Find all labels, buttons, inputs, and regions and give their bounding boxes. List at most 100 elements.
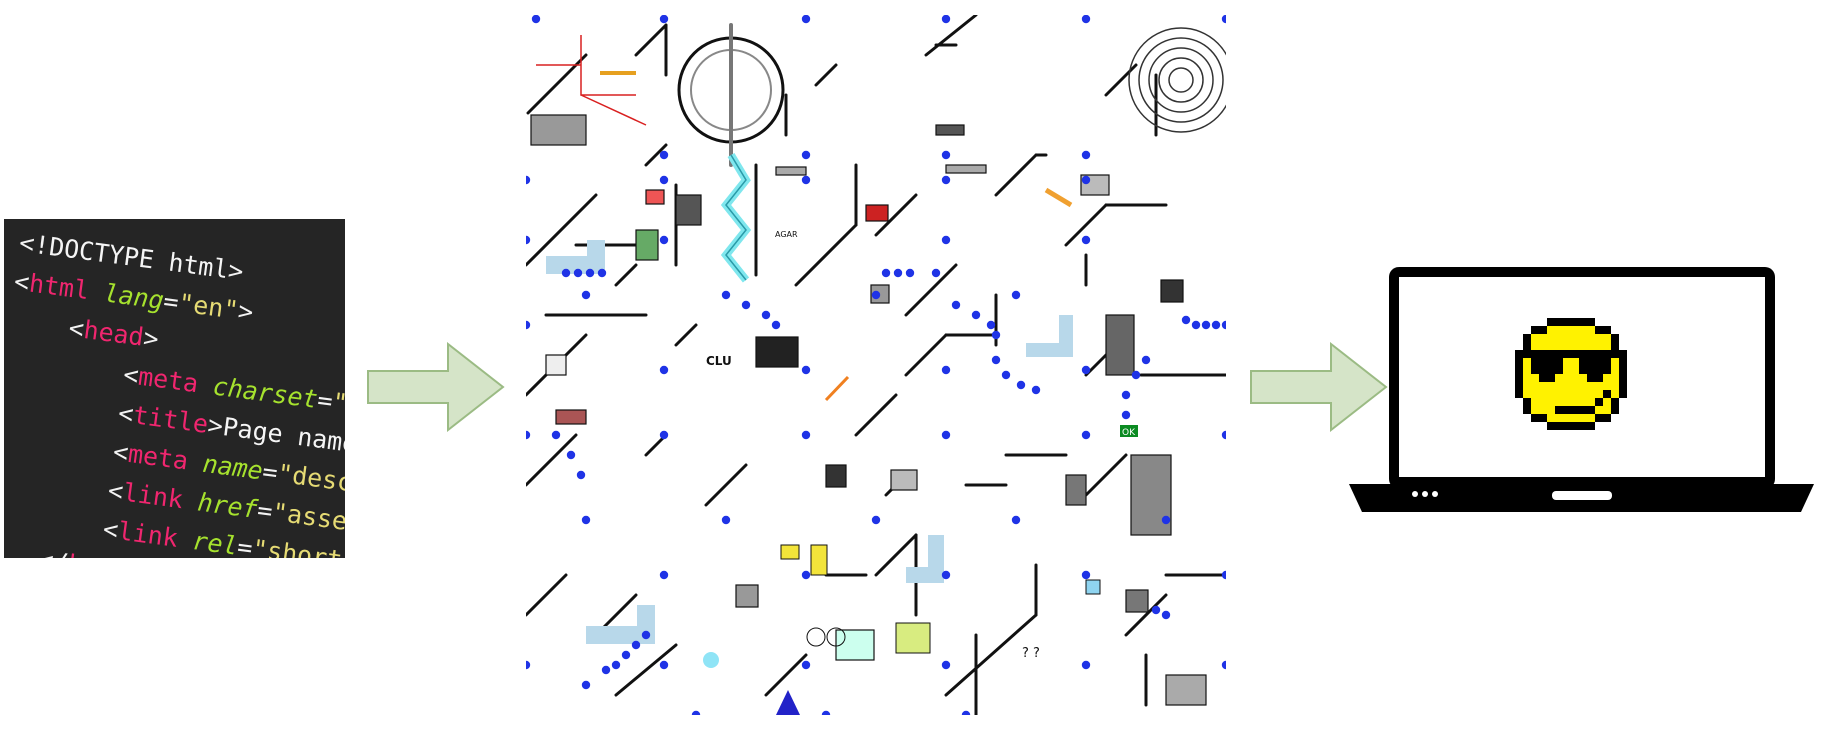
code-token: < <box>7 305 86 344</box>
node-dot <box>659 150 669 160</box>
node-dot <box>1221 660 1226 670</box>
node-dot <box>1221 570 1226 580</box>
code-token: link <box>116 516 180 553</box>
code-token: link <box>121 477 185 515</box>
code-token: "en" <box>176 288 241 325</box>
node-dot <box>659 430 669 440</box>
node-dot <box>1081 150 1091 160</box>
code-token: meta <box>126 438 190 476</box>
node-dot <box>991 355 1001 365</box>
node-dot <box>721 290 731 300</box>
node-dot <box>991 330 1001 340</box>
node-dot <box>961 710 971 715</box>
code-token: html <box>151 245 231 285</box>
code-token: title <box>131 400 210 439</box>
node-dot <box>526 320 531 330</box>
node-dot <box>931 268 941 278</box>
node-dot <box>1081 365 1091 375</box>
node-dot <box>566 450 576 460</box>
node-dot <box>1211 320 1221 330</box>
node-dot <box>641 630 651 640</box>
node-dot <box>1141 355 1151 365</box>
node-dot <box>721 515 731 525</box>
node-dot <box>526 175 531 185</box>
node-dot <box>551 430 561 440</box>
right-arrow-icon <box>367 342 505 432</box>
node-dot <box>585 268 595 278</box>
node-dot <box>941 660 951 670</box>
node-dot <box>659 235 669 245</box>
node-dot <box>1081 235 1091 245</box>
code-token: lang <box>87 276 166 316</box>
node-dot <box>1081 175 1091 185</box>
node-dot <box>801 150 811 160</box>
node-dot <box>611 660 621 670</box>
node-dot <box>801 570 811 580</box>
node-dot <box>1121 390 1131 400</box>
node-dot <box>581 515 591 525</box>
code-token: > <box>126 557 145 558</box>
node-dot <box>659 570 669 580</box>
agar-label: AGAR <box>775 230 798 239</box>
code-token: > <box>141 322 161 354</box>
ok-label: OK <box>1122 428 1136 438</box>
node-dot <box>801 15 811 24</box>
node-dot <box>659 175 669 185</box>
node-dot <box>941 365 951 375</box>
code-token: name <box>186 446 265 486</box>
code-token: > <box>236 296 256 327</box>
node-dot <box>1181 315 1191 325</box>
node-dot <box>1081 660 1091 670</box>
node-dot <box>601 665 611 675</box>
html-code-snippet: <!DOCTYPE html><html lang="en"> <head> <… <box>4 219 345 558</box>
node-dot <box>621 650 631 660</box>
node-dot <box>526 430 531 440</box>
node-dot <box>941 570 951 580</box>
right-arrow-icon <box>1250 342 1388 432</box>
node-dot <box>871 515 881 525</box>
node-dot <box>1081 15 1091 24</box>
machine-diagram: CLU AGAR OK ? ? <box>526 15 1226 715</box>
node-dot <box>1081 430 1091 440</box>
code-lines: <!DOCTYPE html><html lang="en"> <head> <… <box>4 223 345 558</box>
code-token: meta <box>136 361 201 399</box>
node-dot <box>1151 605 1161 615</box>
node-dot <box>941 175 951 185</box>
node-dot <box>1131 370 1141 380</box>
node-dot <box>1001 370 1011 380</box>
node-dot <box>597 268 607 278</box>
node-dot <box>1081 570 1091 580</box>
node-dot <box>761 310 771 320</box>
code-token: <! <box>17 227 52 261</box>
node-dot <box>881 268 891 278</box>
node-dot <box>801 430 811 440</box>
node-dot <box>691 710 701 715</box>
node-dot <box>1161 610 1171 620</box>
node-dot <box>821 710 831 715</box>
node-dot <box>871 290 881 300</box>
node-dot <box>1161 515 1171 525</box>
node-dot <box>941 15 951 24</box>
node-dot <box>971 310 981 320</box>
node-dot <box>561 268 571 278</box>
question-marks-label: ? ? <box>1022 646 1040 661</box>
node-dot <box>801 175 811 185</box>
code-token: rel <box>175 524 240 558</box>
node-dot <box>531 15 541 24</box>
node-dot <box>941 235 951 245</box>
laptop-icon <box>1349 267 1814 512</box>
node-dot <box>659 15 669 24</box>
node-dot <box>1031 385 1041 395</box>
code-token: "ut <box>330 387 345 422</box>
node-dot <box>659 365 669 375</box>
node-dot <box>941 150 951 160</box>
node-dot <box>1121 410 1131 420</box>
node-dot <box>581 680 591 690</box>
node-dot <box>659 660 669 670</box>
node-dot <box>801 660 811 670</box>
node-dot <box>905 268 915 278</box>
node-dot <box>951 300 961 310</box>
node-dot <box>1011 515 1021 525</box>
node-dot <box>1011 290 1021 300</box>
node-dot <box>1191 320 1201 330</box>
